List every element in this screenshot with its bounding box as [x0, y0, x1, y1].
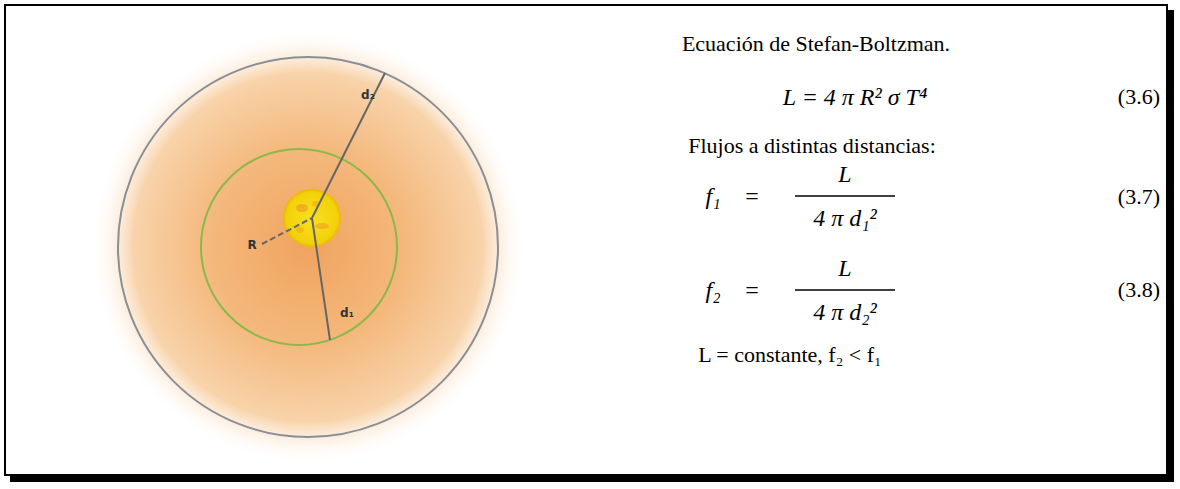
equation-number: (3.8)	[1118, 278, 1160, 302]
heading-text: Flujos a distintas distancias:	[688, 134, 936, 158]
math-symbol: =	[745, 277, 759, 303]
fraction-denominator: 4 π d₂²	[813, 299, 877, 325]
equation-number: (3.6)	[1118, 85, 1160, 109]
fraction-numerator: L	[838, 161, 851, 187]
note-text: L = constante, f₂ < f₁	[698, 343, 882, 367]
distance-label: d₁	[340, 307, 354, 320]
fraction-denominator: 4 π d₁²	[813, 205, 877, 231]
fraction-numerator: L	[838, 255, 851, 281]
distance-label: d₂	[361, 89, 375, 102]
math-symbol: =	[745, 183, 759, 209]
math-symbol: f₁	[705, 183, 720, 209]
radius-label: R	[247, 239, 256, 252]
math-symbol: f₂	[705, 277, 720, 303]
equation-number: (3.7)	[1118, 185, 1160, 209]
equation-text: L = 4 π R² σ T⁴	[783, 84, 928, 110]
heading-text: Ecuación de Stefan-Boltzman.	[682, 32, 950, 56]
